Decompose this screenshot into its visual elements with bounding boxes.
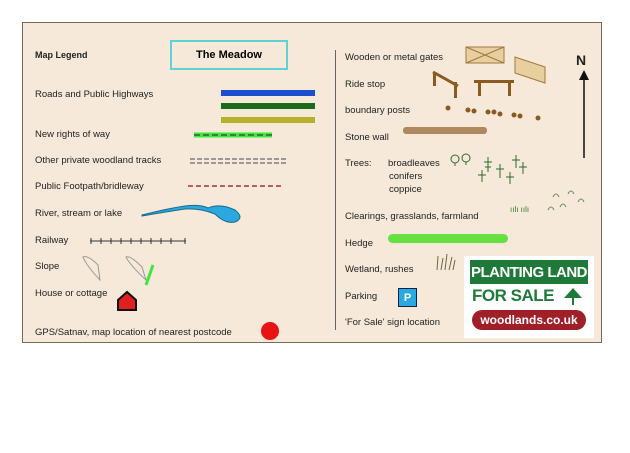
tree-type-conifers: conifers (389, 171, 423, 182)
legend-label-for-sale-sign: 'For Sale' sign location (345, 317, 440, 328)
legend-label-boundary-posts: boundary posts (345, 105, 410, 116)
woodland-tracks-symbol (190, 158, 288, 164)
sign-line-1: PLANTING LAND (470, 260, 588, 284)
legend-label-slope: Slope (35, 261, 60, 272)
sign-line-3: woodlands.co.uk (472, 310, 586, 330)
legend-label-trees: Trees: (345, 158, 372, 169)
road-green-symbol (221, 103, 315, 109)
road-blue-symbol (221, 90, 315, 96)
tree-type-broadleaves: broadleaves (388, 158, 440, 169)
legend-label-woodland-tracks: Other private woodland tracks (35, 155, 162, 166)
legend-label-footpath: Public Footpath/bridleway (35, 181, 144, 192)
boundary-posts-symbol (445, 105, 541, 121)
tree-logo-icon (564, 288, 582, 305)
railway-symbol (90, 238, 186, 244)
legend-label-railway: Railway (35, 235, 69, 246)
clearings-symbol: ıılı ıılı (510, 205, 530, 214)
river-lake-symbol (141, 204, 241, 223)
legend-label-wetland: Wetland, rushes (345, 264, 414, 275)
footpath-symbol (188, 185, 283, 187)
north-label: N (576, 52, 587, 68)
rights-of-way-symbol (194, 132, 272, 138)
legend-label-house: House or cottage (35, 288, 108, 299)
legend-heading: Map Legend (35, 50, 88, 60)
north-arrow-icon (579, 70, 589, 158)
legend-label-clearings: Clearings, grasslands, farmland (345, 211, 479, 222)
slope-symbol (82, 256, 155, 286)
road-yellow-symbol (221, 117, 315, 123)
hedge-symbol (388, 234, 508, 243)
gps-location-icon (261, 322, 279, 340)
legend-label-gates: Wooden or metal gates (345, 52, 444, 63)
stone-wall-symbol (403, 127, 487, 134)
gates-symbol (465, 46, 546, 84)
house-icon (117, 290, 137, 311)
for-sale-sign: PLANTING LAND FOR SALE woodlands.co.uk (464, 256, 594, 338)
legend-label-hedge: Hedge (345, 238, 373, 249)
legend-label-ride-stop: Ride stop (345, 79, 386, 90)
wetland-rushes-symbol (436, 253, 456, 271)
trees-symbol (450, 153, 585, 211)
legend-label-roads: Roads and Public Highways (35, 89, 154, 100)
legend-label-river: River, stream or lake (35, 208, 123, 219)
legend-label-rights-of-way: New rights of way (35, 129, 110, 140)
tree-type-coppice: coppice (389, 184, 422, 195)
legend-title: The Meadow (170, 40, 288, 70)
column-divider (335, 50, 336, 330)
sign-line-2: FOR SALE (472, 286, 554, 305)
legend-label-parking: Parking (345, 291, 378, 302)
parking-icon: P (398, 288, 417, 307)
legend-label-stone-wall: Stone wall (345, 132, 389, 143)
legend-label-gps: GPS/Satnav, map location of nearest post… (35, 327, 232, 338)
ride-stop-symbol (432, 70, 514, 98)
